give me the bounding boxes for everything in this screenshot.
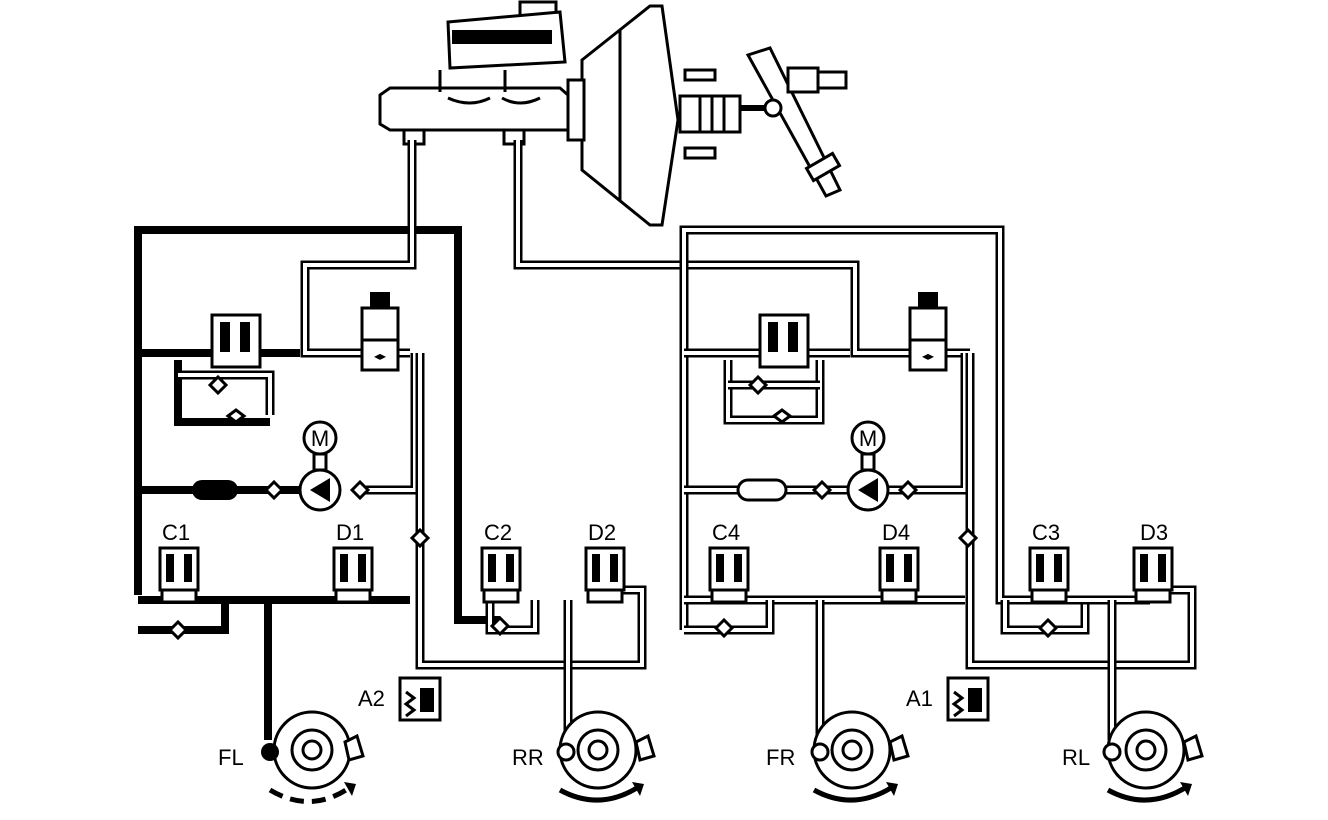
solenoid-valve-left: ◂▸ — [360, 292, 400, 372]
pump-left — [192, 452, 371, 512]
label-c2: C2 — [484, 520, 512, 545]
pressure-valve-left — [210, 313, 262, 369]
accumulator-a1 — [946, 676, 990, 722]
label-c1: C1 — [162, 520, 190, 545]
label-a2: A2 — [358, 686, 385, 711]
motor-label-left: M — [311, 426, 329, 451]
label-c3: C3 — [1032, 520, 1060, 545]
label-a1: A1 — [906, 686, 933, 711]
valve-d2 — [584, 546, 626, 604]
label-d1: D1 — [336, 520, 364, 545]
label-d4: D4 — [882, 520, 910, 545]
motor-label-right: M — [859, 426, 877, 451]
wheel-brake-rr — [556, 710, 656, 803]
valve-c2 — [480, 546, 522, 604]
label-d2: D2 — [588, 520, 616, 545]
wheel-brake-fr — [810, 710, 910, 803]
valve-c4 — [708, 546, 750, 604]
label-d3: D3 — [1140, 520, 1168, 545]
valve-d4 — [878, 546, 920, 604]
brake-booster — [566, 4, 742, 227]
accumulator-a2 — [398, 676, 442, 722]
label-c4: C4 — [712, 520, 740, 545]
check-valves — [167, 374, 1059, 641]
motor-icon: M — [302, 420, 338, 456]
svg-text:◂▸: ◂▸ — [922, 349, 934, 363]
label-rr: RR — [512, 745, 544, 770]
svg-text:◂▸: ◂▸ — [374, 349, 386, 363]
master-cylinder — [378, 70, 570, 146]
brake-pedal — [740, 46, 848, 198]
valve-d1 — [332, 546, 374, 604]
valve-c1 — [158, 546, 200, 604]
label-rl: RL — [1062, 745, 1090, 770]
wheel-brake-fl — [261, 710, 365, 804]
brake-fluid-reservoir — [446, 0, 567, 70]
pump-right — [736, 452, 919, 512]
valve-c3 — [1028, 546, 1070, 604]
valve-d3 — [1132, 546, 1174, 604]
label-fr: FR — [766, 745, 795, 770]
motor-icon: M — [850, 420, 886, 456]
pressure-valve-right — [758, 313, 810, 369]
label-fl: FL — [218, 745, 244, 770]
right-circuit-pipes — [679, 225, 1197, 740]
solenoid-valve-right: ◂▸ — [908, 292, 948, 372]
wheel-brake-rl — [1102, 710, 1204, 803]
